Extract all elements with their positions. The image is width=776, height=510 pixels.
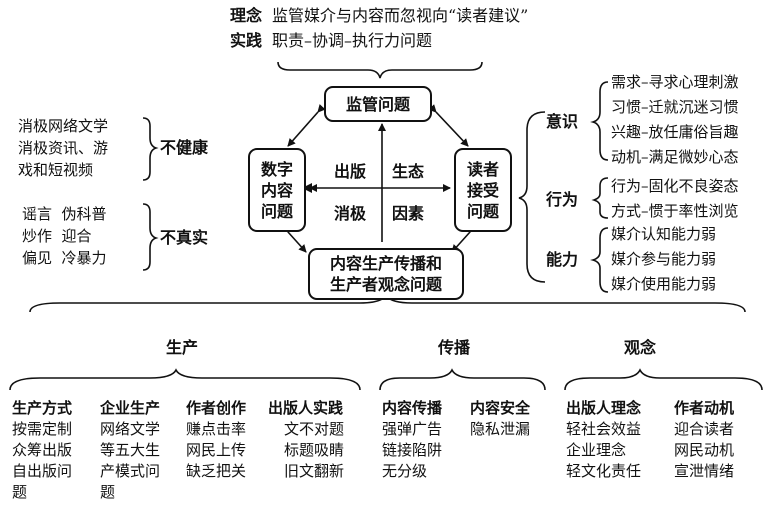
column-line: 众筹出版 bbox=[12, 441, 73, 459]
untrue-label: 不真实 bbox=[160, 228, 209, 247]
column-line: 文不对题 bbox=[284, 420, 345, 438]
box-reader-acceptance: 读者 接受 问题 bbox=[454, 148, 512, 232]
column-title: 出版人实践 bbox=[268, 399, 344, 417]
column-line: 网民上传 bbox=[186, 441, 247, 459]
column-author-motivation: 作者动机 迎合读者 网民动机 宣泄情绪 bbox=[674, 398, 734, 482]
column-line: 等五大生 bbox=[100, 441, 161, 459]
column-content-dissemination: 内容传播 强弹广告 链接陷阱 无分级 bbox=[382, 398, 442, 482]
column-line: 标题吸睛 bbox=[284, 441, 345, 459]
column-title: 生产方式 bbox=[12, 399, 73, 417]
practice-label: 实践 bbox=[230, 31, 263, 50]
box-reader-line-1: 读者 bbox=[466, 159, 499, 179]
column-production-mode: 生产方式 按需定制 众筹出版 自出版问 题 bbox=[12, 398, 72, 503]
arrow-reg-digital bbox=[287, 104, 326, 147]
arrow-reg-reader bbox=[428, 104, 469, 147]
box-regulation: 监管问题 bbox=[324, 86, 432, 122]
awareness-brace bbox=[590, 81, 609, 161]
column-line: 缺乏把关 bbox=[186, 462, 247, 480]
unhealthy-item-3: 戏和短视频 bbox=[18, 161, 94, 179]
box-production-line-1: 内容生产传播和 bbox=[329, 254, 442, 273]
column-line: 迎合读者 bbox=[674, 420, 735, 438]
unhealthy-brace bbox=[142, 117, 159, 181]
box-digital-line-2: 内容 bbox=[260, 180, 293, 200]
concept-header: 观念 bbox=[624, 338, 657, 357]
column-title: 作者动机 bbox=[674, 399, 735, 417]
quad-factors: 因素 bbox=[392, 204, 425, 223]
column-enterprise-production: 企业生产 网络文学 等五大生 产模式问 题 bbox=[100, 398, 160, 503]
column-title: 企业生产 bbox=[100, 399, 161, 417]
ability-brace bbox=[590, 227, 609, 293]
dissemination-header: 传播 bbox=[438, 338, 471, 357]
awareness-item-3: 兴趣–放任庸俗旨趣 bbox=[611, 123, 739, 141]
untrue-item-3: 偏见 冷暴力 bbox=[22, 249, 107, 267]
column-line: 赚点击率 bbox=[186, 420, 247, 438]
horizontal-axis-left-head bbox=[302, 183, 312, 193]
box-reader-line-3: 问题 bbox=[466, 201, 499, 221]
column-line: 按需定制 bbox=[12, 420, 73, 438]
quad-publishing: 出版 bbox=[334, 162, 367, 181]
quad-ecology: 生态 bbox=[392, 162, 425, 181]
quad-negative: 消极 bbox=[334, 204, 367, 223]
box-digital-content: 数字 内容 问题 bbox=[248, 148, 306, 232]
awareness-label: 意识 bbox=[546, 112, 579, 131]
column-line: 题 bbox=[100, 483, 116, 501]
box-regulation-label: 监管问题 bbox=[345, 94, 410, 114]
behavior-brace bbox=[591, 177, 609, 219]
ability-item-1: 媒介认知能力弱 bbox=[611, 225, 717, 243]
dissemination-brace bbox=[379, 368, 546, 391]
box-production-line-2: 生产者观念问题 bbox=[329, 275, 442, 294]
column-line: 企业理念 bbox=[566, 441, 627, 459]
column-publisher-concept: 出版人理念 轻社会效益 企业理念 轻文化责任 bbox=[566, 398, 641, 482]
column-author-creation: 作者创作 赚点击率 网民上传 缺乏把关 bbox=[186, 398, 246, 482]
column-line: 自出版问 bbox=[12, 462, 73, 480]
column-line: 轻社会效益 bbox=[566, 420, 642, 438]
ability-label: 能力 bbox=[546, 250, 579, 269]
column-line: 轻文化责任 bbox=[566, 462, 642, 480]
behavior-label: 行为 bbox=[546, 190, 579, 209]
column-line: 无分级 bbox=[382, 462, 428, 480]
box-content-production: 内容生产传播和 生产者观念问题 bbox=[308, 248, 464, 300]
column-line: 链接陷阱 bbox=[382, 441, 443, 459]
column-line: 隐私泄漏 bbox=[470, 420, 531, 438]
column-publisher-practice: 出版人实践 文不对题 标题吸睛 旧文翻新 bbox=[268, 398, 344, 482]
untrue-item-1: 谣言 伪科普 bbox=[22, 205, 107, 223]
box-digital-line-1: 数字 bbox=[260, 159, 293, 179]
column-line: 产模式问 bbox=[100, 462, 161, 480]
right-main-brace bbox=[518, 111, 546, 283]
column-line: 题 bbox=[12, 483, 28, 501]
untrue-item-2: 炒作 迎合 bbox=[22, 227, 92, 245]
column-title: 内容安全 bbox=[470, 399, 531, 417]
production-header: 生产 bbox=[166, 338, 199, 357]
column-line: 强弹广告 bbox=[382, 420, 443, 438]
box-digital-line-3: 问题 bbox=[260, 201, 293, 221]
theory-text: 监管媒介与内容而忽视向“读者建议” bbox=[272, 6, 529, 25]
behavior-item-2: 方式–惯于率性浏览 bbox=[611, 202, 739, 220]
awareness-item-1: 需求–寻求心理刺激 bbox=[611, 73, 739, 91]
concept-brace bbox=[564, 368, 763, 391]
practice-text: 职责–协调–执行力问题 bbox=[272, 31, 433, 50]
column-content-security: 内容安全 隐私泄漏 bbox=[470, 398, 530, 440]
theory-label: 理念 bbox=[230, 6, 263, 25]
unhealthy-item-1: 消极网络文学 bbox=[18, 117, 109, 135]
column-line: 网络文学 bbox=[100, 420, 161, 438]
column-title: 出版人理念 bbox=[566, 399, 642, 417]
unhealthy-label: 不健康 bbox=[160, 138, 209, 157]
column-line: 网民动机 bbox=[674, 441, 735, 459]
production-brace bbox=[9, 368, 361, 391]
column-line: 旧文翻新 bbox=[284, 462, 345, 480]
top-brace bbox=[277, 61, 483, 79]
column-title: 内容传播 bbox=[382, 399, 443, 417]
ability-item-3: 媒介使用能力弱 bbox=[611, 275, 717, 293]
awareness-item-2: 习惯–迁就沉迷习惯 bbox=[611, 98, 739, 116]
arrow-digital-prod bbox=[280, 224, 307, 253]
unhealthy-item-2: 消极资讯、游 bbox=[18, 139, 109, 157]
column-line: 宣泄情绪 bbox=[674, 462, 735, 480]
box-reader-line-2: 接受 bbox=[466, 180, 499, 200]
column-title: 作者创作 bbox=[186, 399, 247, 417]
ability-item-2: 媒介参与能力弱 bbox=[611, 250, 717, 268]
behavior-item-1: 行为–固化不良姿态 bbox=[611, 177, 739, 195]
awareness-item-4: 动机–满足微妙心态 bbox=[611, 148, 739, 166]
untrue-brace bbox=[142, 203, 159, 271]
